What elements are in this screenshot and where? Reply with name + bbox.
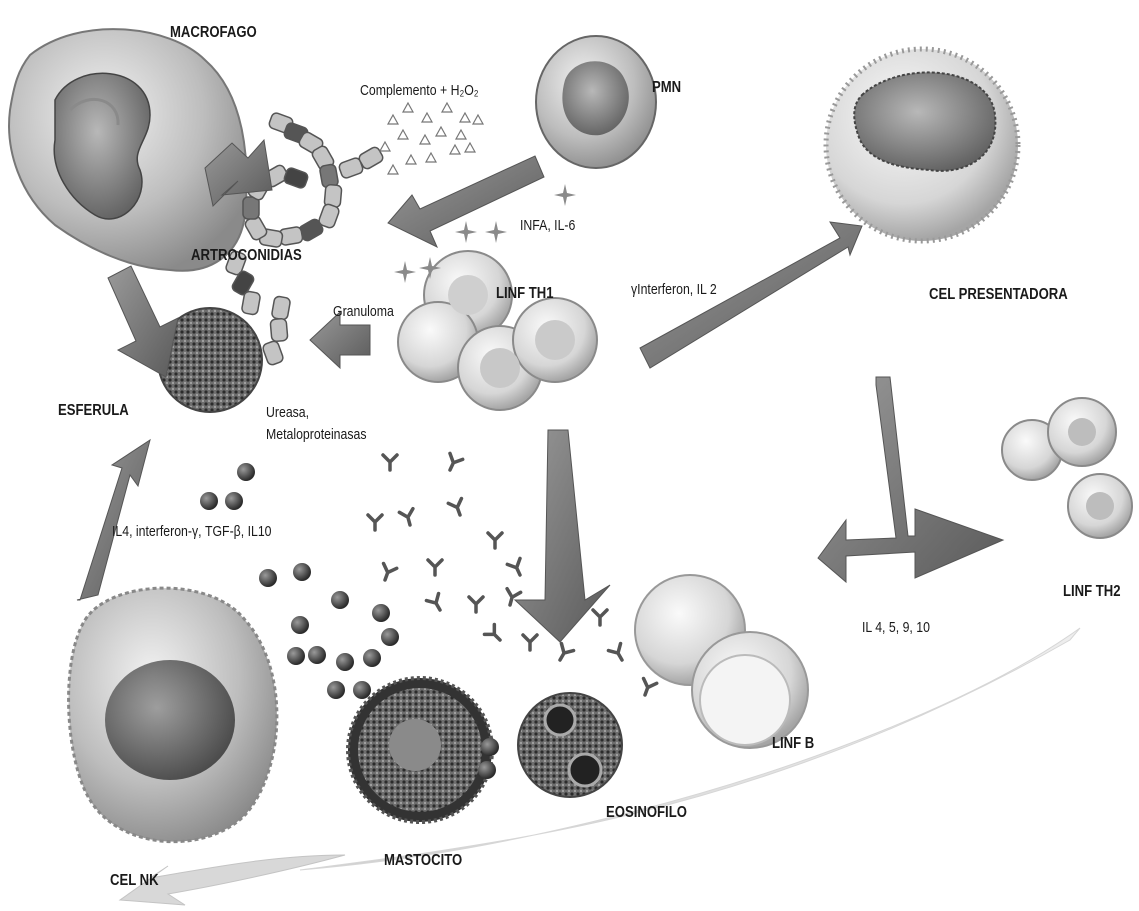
label-macrofago: MACROFAGO (170, 24, 257, 42)
label-granuloma: Granuloma (333, 304, 394, 321)
arrow-presentadora-split (818, 377, 1003, 582)
label-cel-presentadora: CEL PRESENTADORA (929, 286, 1068, 304)
label-infa: INFA, IL-6 (520, 218, 575, 235)
label-artroconidias: ARTROCONIDIAS (191, 247, 302, 265)
macrophage-cell (9, 29, 247, 271)
th2-lymphocyte-cluster (1002, 398, 1132, 538)
label-linf-b: LINF B (772, 735, 814, 753)
eosinophil-cell (518, 693, 622, 797)
mast-cell (348, 678, 492, 822)
arrow-macrofago-to-esferula (108, 266, 178, 377)
antibodies (368, 453, 657, 697)
arrow-th1-down (515, 430, 610, 642)
label-il-4-5-9-10: IL 4, 5, 9, 10 (862, 620, 930, 637)
label-ureasa: Ureasa, (266, 405, 309, 422)
b-lymphocyte-cell (635, 575, 808, 748)
label-il4-group: IL4, interferon-γ, TGF-β, IL10 (112, 524, 272, 541)
th1-lymphocyte-cluster (398, 251, 597, 410)
label-linf-th1: LINF TH1 (496, 285, 554, 303)
arrow-nk-to-esferula (77, 440, 150, 600)
presenting-cell (826, 49, 1018, 241)
label-mastocito: MASTOCITO (384, 852, 462, 870)
label-esferula: ESFERULA (58, 402, 129, 420)
label-cel-nk: CEL NK (110, 872, 159, 890)
label-eosinofilo: EOSINOFILO (606, 804, 687, 822)
label-metaloproteinasas: Metaloproteinasas (266, 427, 367, 444)
complement-particles (380, 103, 483, 174)
label-pmn: PMN (652, 79, 681, 97)
label-complemento: Complemento + H₂O₂ (360, 83, 479, 100)
label-interferon-il2: γInterferon, IL 2 (631, 282, 717, 299)
nk-cell (69, 588, 277, 842)
label-linf-th2: LINF TH2 (1063, 583, 1121, 601)
pmn-cell (536, 36, 656, 168)
